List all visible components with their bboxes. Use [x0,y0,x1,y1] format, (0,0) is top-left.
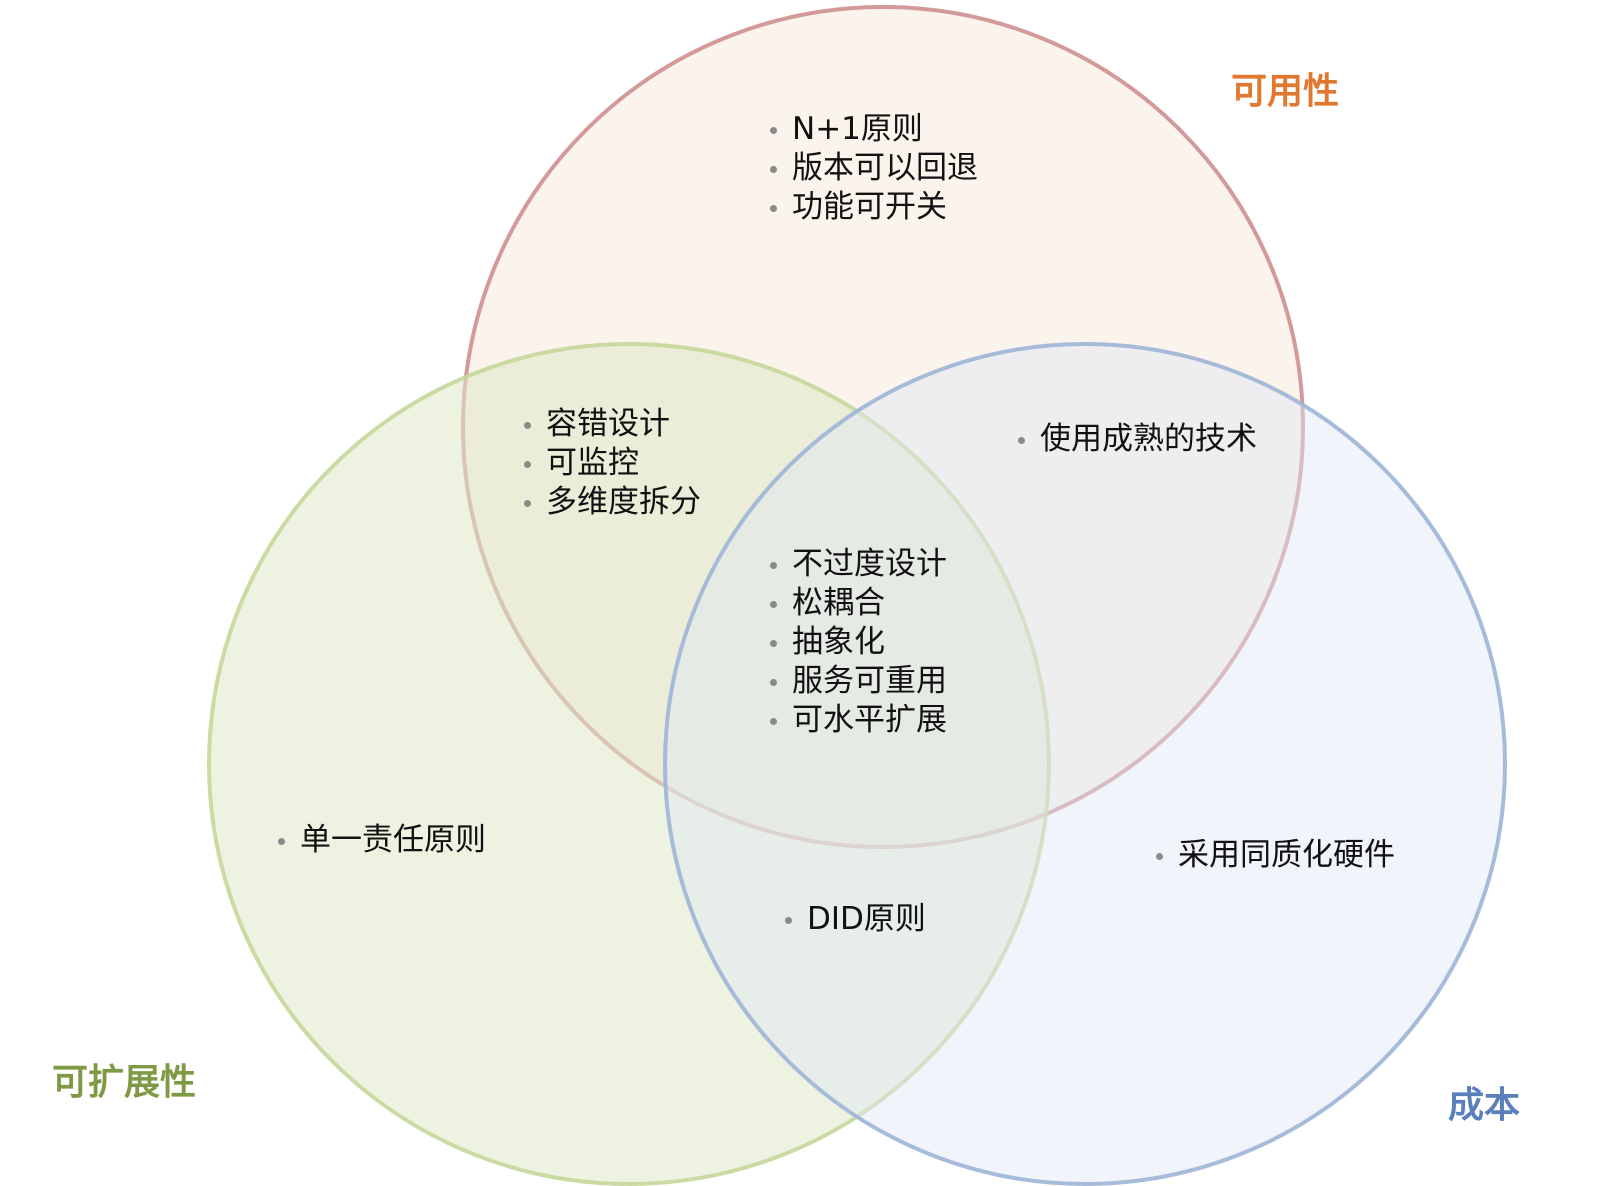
circle-scalability [207,342,1051,1186]
list-item: N+1原则 [770,110,978,149]
label-cost: 成本 [1448,1085,1521,1126]
list-item: 功能可开关 [770,188,978,227]
list-item: 使用成熟的技术 [1018,420,1257,459]
region-availability-cost: 使用成熟的技术 [1018,420,1257,459]
label-scalability: 可扩展性 [52,1062,197,1103]
list-item: 服务可重用 [770,662,947,701]
list-item: 松耦合 [770,584,947,623]
label-availability: 可用性 [1231,71,1340,112]
region-availability-scalability: 容错设计 可监控 多维度拆分 [524,405,701,522]
list-item: 可水平扩展 [770,701,947,740]
list-item: 采用同质化硬件 [1156,836,1395,875]
list-item: DID原则 [785,900,926,939]
list-item: 多维度拆分 [524,483,701,522]
list-item: 可监控 [524,444,701,483]
region-scalability-cost: DID原则 [785,900,926,939]
circle-cost [663,342,1507,1186]
region-cost-only: 采用同质化硬件 [1156,836,1395,875]
region-scalability-only: 单一责任原则 [278,821,486,860]
list-item: 抽象化 [770,623,947,662]
region-all-three: 不过度设计 松耦合 抽象化 服务可重用 可水平扩展 [770,545,947,740]
list-item: 单一责任原则 [278,821,486,860]
list-item: 容错设计 [524,405,701,444]
list-item: 不过度设计 [770,545,947,584]
region-availability-only: N+1原则 版本可以回退 功能可开关 [770,110,978,227]
list-item: 版本可以回退 [770,149,978,188]
